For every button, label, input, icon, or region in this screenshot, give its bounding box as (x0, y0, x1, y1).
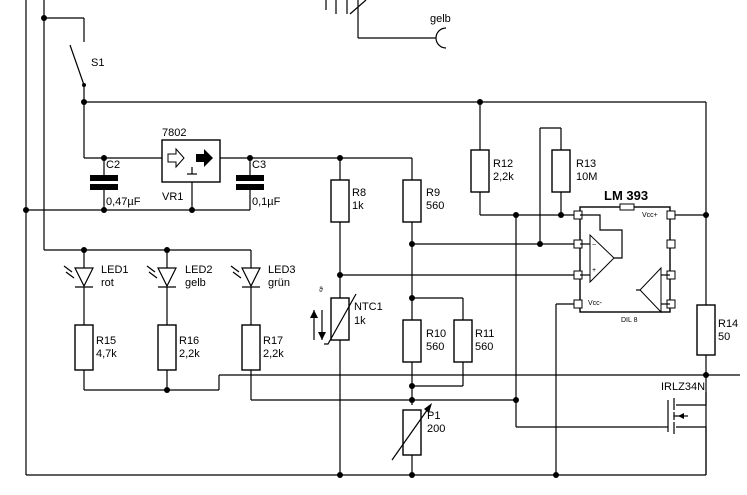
mosfet-name: IRLZ34N (661, 381, 705, 393)
capacitor-c3: C3 0,1µF (236, 159, 281, 208)
top-connector: gelb (325, 0, 451, 49)
voltage-regulator-vr1: 7802 VR1 (161, 127, 221, 203)
ic-package: DIL 8 (621, 317, 638, 324)
led2-color: gelb (185, 277, 206, 289)
r14-name: R14 (718, 318, 738, 330)
resistor-r14: R14 50 (696, 304, 738, 356)
c2-value: 0,47µF (106, 196, 141, 208)
r8-name: R8 (352, 187, 366, 199)
resistor-r12: R12 2,2k (470, 149, 514, 193)
r17-name: R17 (263, 335, 283, 347)
svg-text:+: + (592, 267, 596, 274)
r13-name: R13 (576, 158, 596, 170)
vr1-type: 7802 (162, 127, 186, 139)
s1-label: S1 (91, 57, 104, 69)
svg-text:ϑ: ϑ (319, 287, 323, 294)
r12-name: R12 (493, 158, 513, 170)
mosfet-irlz34n: IRLZ34N (660, 381, 705, 434)
r12-value: 2,2k (493, 171, 514, 183)
vr1-name: VR1 (162, 191, 183, 203)
r16-name: R16 (179, 335, 199, 347)
capacitor-c2: C2 0,47µF (90, 159, 141, 208)
led3-name: LED3 (268, 264, 296, 276)
thermistor-ntc1: ϑ NTC1 1k (310, 287, 383, 345)
led2-name: LED2 (185, 264, 213, 276)
led1-color: rot (101, 277, 114, 289)
ic-name: LM 393 (604, 188, 648, 203)
resistor-r9: R9 560 (402, 179, 444, 223)
ic-lm393: − + LM 393 Vcc+ Vcc- DIL 8 (573, 188, 676, 324)
r13-value: 10M (576, 171, 597, 183)
c2-name: C2 (106, 159, 120, 171)
r15-name: R15 (96, 335, 116, 347)
connector-gelb-label: gelb (430, 13, 451, 25)
ic-vcc-plus: Vcc+ (642, 212, 658, 219)
led3: LED3 grün (230, 264, 296, 289)
r10-value: 560 (426, 341, 444, 353)
wires (25, 0, 740, 476)
potentiometer-p1[interactable]: P1 200 (391, 403, 445, 461)
r9-value: 560 (426, 200, 444, 212)
resistor-r8: R8 1k (330, 179, 366, 223)
c3-name: C3 (252, 159, 266, 171)
c3-value: 0,1µF (252, 196, 281, 208)
r17-value: 2,2k (263, 348, 284, 360)
led3-color: grün (268, 277, 290, 289)
led1: LED1 rot (63, 264, 129, 289)
ic-vcc-minus: Vcc- (588, 300, 603, 307)
switch-s1[interactable]: S1 (69, 44, 104, 87)
svg-text:−: − (592, 242, 596, 249)
r14-value: 50 (718, 331, 730, 343)
led2: LED2 gelb (146, 264, 213, 289)
r10-name: R10 (426, 328, 446, 340)
r11-name: R11 (475, 328, 494, 340)
resistor-r11: R11 560 (453, 319, 494, 363)
r11-value: 560 (475, 341, 493, 353)
resistor-r16: R16 2,2k (157, 324, 200, 371)
ntc1-name: NTC1 (354, 301, 383, 313)
r16-value: 2,2k (179, 348, 200, 360)
r15-value: 4,7k (96, 348, 117, 360)
resistor-r13: R13 10M (551, 149, 597, 193)
ntc1-value: 1k (354, 315, 366, 327)
junction-dots (23, 15, 709, 478)
resistor-r10: R10 560 (402, 319, 446, 363)
p1-name: P1 (427, 410, 440, 422)
r9-name: R9 (426, 187, 440, 199)
p1-value: 200 (427, 423, 445, 435)
resistor-r15: R15 4,7k (74, 324, 117, 371)
r8-value: 1k (352, 200, 364, 212)
led1-name: LED1 (101, 264, 129, 276)
resistor-r17: R17 2,2k (241, 324, 284, 371)
